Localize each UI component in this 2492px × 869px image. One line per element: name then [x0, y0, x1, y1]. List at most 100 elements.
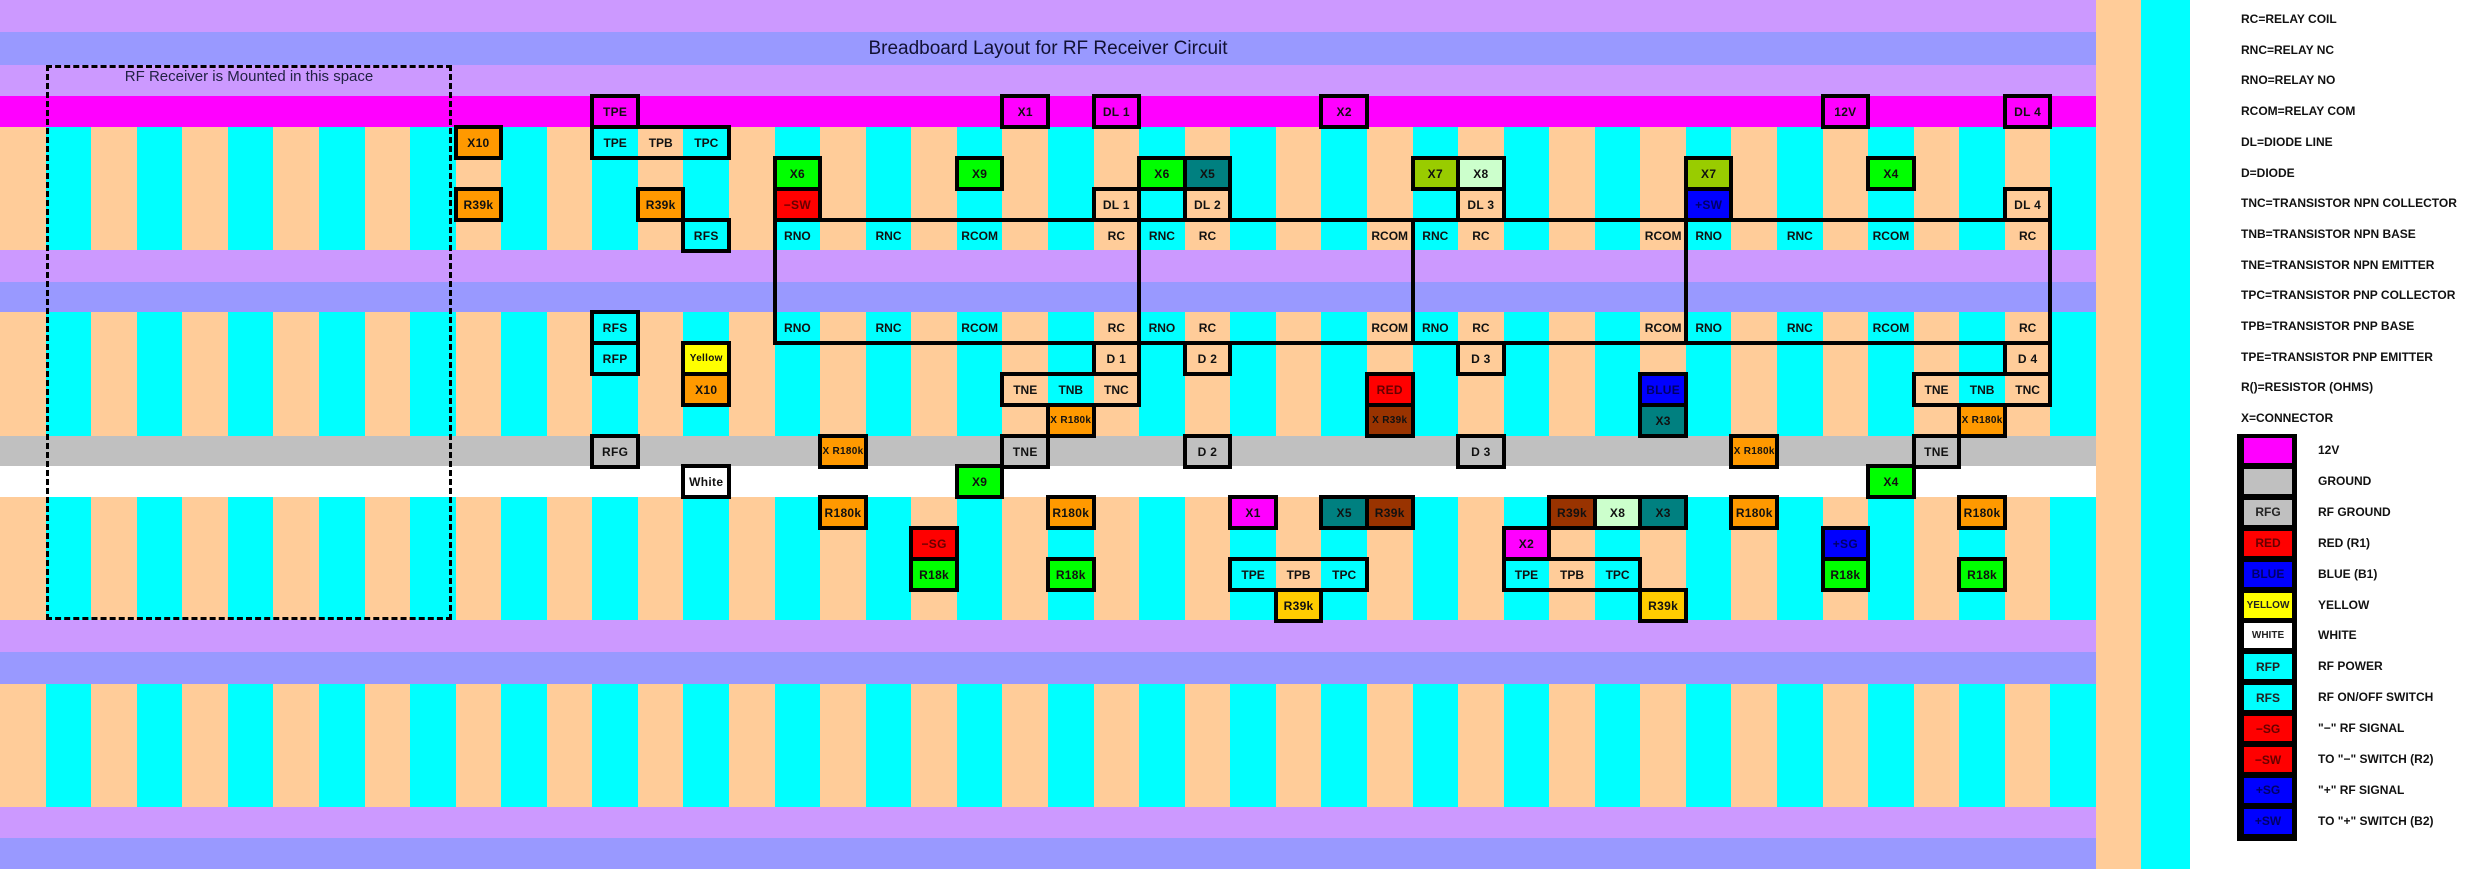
component-x7[interactable]: X7 [1410, 156, 1461, 191]
hole-column-strip [865, 312, 912, 436]
hole-column-strip [273, 127, 320, 250]
component-d-4[interactable]: D 4 [2002, 341, 2053, 376]
hole-column-strip [1321, 127, 1368, 250]
relay-pin-label: RNO [1148, 320, 1176, 335]
hole-column-strip [820, 312, 867, 436]
hole-column-strip [0, 312, 47, 436]
hole-column-strip [1640, 684, 1687, 807]
component-d-3[interactable]: D 3 [1456, 434, 1506, 469]
component--sw[interactable]: −SW [772, 187, 823, 222]
component-dl-4[interactable]: DL 4 [2002, 94, 2053, 129]
component-x10[interactable]: X10 [681, 372, 732, 407]
component-dl-4[interactable]: DL 4 [2002, 187, 2053, 222]
component-r39k[interactable]: R39k [453, 187, 504, 222]
component-tne[interactable]: TNE [1911, 434, 1962, 469]
hole-column-strip [364, 127, 411, 250]
component-x8[interactable]: X8 [1592, 495, 1643, 530]
component-x-r180k[interactable]: X R180k [1729, 434, 1780, 469]
component--sg[interactable]: −SG [909, 526, 959, 561]
component-dl-1[interactable]: DL 1 [1091, 187, 1142, 222]
component-r39k[interactable]: R39k [1273, 588, 1324, 623]
component-x-r180k[interactable]: X R180k [1957, 403, 2007, 438]
component-r39k[interactable]: R39k [1547, 495, 1597, 530]
hole-column-strip [1093, 497, 1140, 620]
component-x2[interactable]: X2 [1501, 526, 1552, 561]
component-x-r39k[interactable]: X R39k [1364, 403, 1415, 438]
component-x7[interactable]: X7 [1683, 156, 1734, 191]
component-tne[interactable]: TNE [1000, 434, 1050, 469]
legend-swatch: RFP [2244, 654, 2292, 680]
hole-column-strip [683, 684, 730, 807]
component-x1[interactable]: X1 [1228, 495, 1278, 530]
component-x-r180k[interactable]: X R180k [818, 434, 868, 469]
legend-abbreviation: TNB=TRANSISTOR NPN BASE [2241, 226, 2416, 241]
component-rfs[interactable]: RFS [681, 218, 732, 253]
hole-column-strip [774, 684, 821, 807]
component-rfp[interactable]: RFP [590, 341, 640, 376]
component-r18k[interactable]: R18k [1957, 557, 2007, 592]
component-d-2[interactable]: D 2 [1182, 434, 1233, 469]
hole-column-strip [1731, 684, 1778, 807]
component-x4[interactable]: X4 [1866, 156, 1916, 191]
hole-column-strip [91, 127, 138, 250]
component-x6[interactable]: X6 [772, 156, 823, 191]
hole-column-strip [1777, 127, 1824, 250]
component-rfg[interactable]: RFG [590, 434, 640, 469]
transistor-pin-label: TNB [1969, 382, 1995, 397]
component-x5[interactable]: X5 [1182, 156, 1233, 191]
component-r18k[interactable]: R18k [1046, 557, 1096, 592]
hole-column-strip [729, 312, 776, 436]
component-yellow[interactable]: Yellow [681, 341, 732, 376]
transistor-pin-label: TPE [1514, 567, 1539, 582]
component-x1[interactable]: X1 [1000, 94, 1050, 129]
relay-pin-label: RNC [875, 320, 902, 335]
component-rfs[interactable]: RFS [590, 310, 640, 345]
component-r180k[interactable]: R180k [1046, 495, 1096, 530]
component-r39k[interactable]: R39k [1638, 588, 1688, 623]
hole-column-strip [227, 127, 274, 250]
component-x-r180k[interactable]: X R180k [1046, 403, 1096, 438]
component-dl-1[interactable]: DL 1 [1091, 94, 1142, 129]
component-red[interactable]: RED [1364, 372, 1415, 407]
relay-pin-label: RCOM [961, 228, 998, 243]
component-x4[interactable]: X4 [1866, 464, 1916, 499]
component-dl-3[interactable]: DL 3 [1456, 187, 1506, 222]
hole-column-strip [592, 497, 639, 620]
component-x3[interactable]: X3 [1638, 403, 1688, 438]
component-dl-2[interactable]: DL 2 [1182, 187, 1233, 222]
component-x5[interactable]: X5 [1319, 495, 1369, 530]
hole-column-strip [1868, 497, 1915, 620]
component--sg[interactable]: +SG [1820, 526, 1871, 561]
component-x9[interactable]: X9 [954, 156, 1005, 191]
hole-column-strip [45, 127, 92, 250]
component-x3[interactable]: X3 [1638, 495, 1688, 530]
component-r180k[interactable]: R180k [818, 495, 868, 530]
component-d-1[interactable]: D 1 [1091, 341, 1142, 376]
hole-column-strip [227, 312, 274, 436]
component-x6[interactable]: X6 [1137, 156, 1187, 191]
hole-column-strip [182, 497, 229, 620]
hole-column-strip [364, 312, 411, 436]
component-r18k[interactable]: R18k [909, 557, 959, 592]
hole-column-strip [182, 312, 229, 436]
component-blue[interactable]: BLUE [1638, 372, 1688, 407]
component-tpe[interactable]: TPE [590, 94, 640, 129]
component-x8[interactable]: X8 [1456, 156, 1506, 191]
component-r39k[interactable]: R39k [635, 187, 686, 222]
component-12v[interactable]: 12V [1820, 94, 1871, 129]
component-r180k[interactable]: R180k [1729, 495, 1780, 530]
component-r180k[interactable]: R180k [1957, 495, 2007, 530]
transistor-pin-label: TPC [1332, 567, 1357, 582]
legend-abbreviation: TNC=TRANSISTOR NPN COLLECTOR [2241, 196, 2457, 211]
legend-abbreviation: D=DIODE [2241, 165, 2295, 180]
component-d-2[interactable]: D 2 [1182, 341, 1233, 376]
component-x2[interactable]: X2 [1319, 94, 1369, 129]
component-r39k[interactable]: R39k [1364, 495, 1415, 530]
component--sw[interactable]: +SW [1683, 187, 1734, 222]
component-x9[interactable]: X9 [954, 464, 1005, 499]
hole-column-strip [1139, 684, 1186, 807]
component-d-3[interactable]: D 3 [1456, 341, 1506, 376]
component-x10[interactable]: X10 [453, 125, 504, 160]
component-white[interactable]: White [681, 464, 732, 499]
component-r18k[interactable]: R18k [1820, 557, 1871, 592]
